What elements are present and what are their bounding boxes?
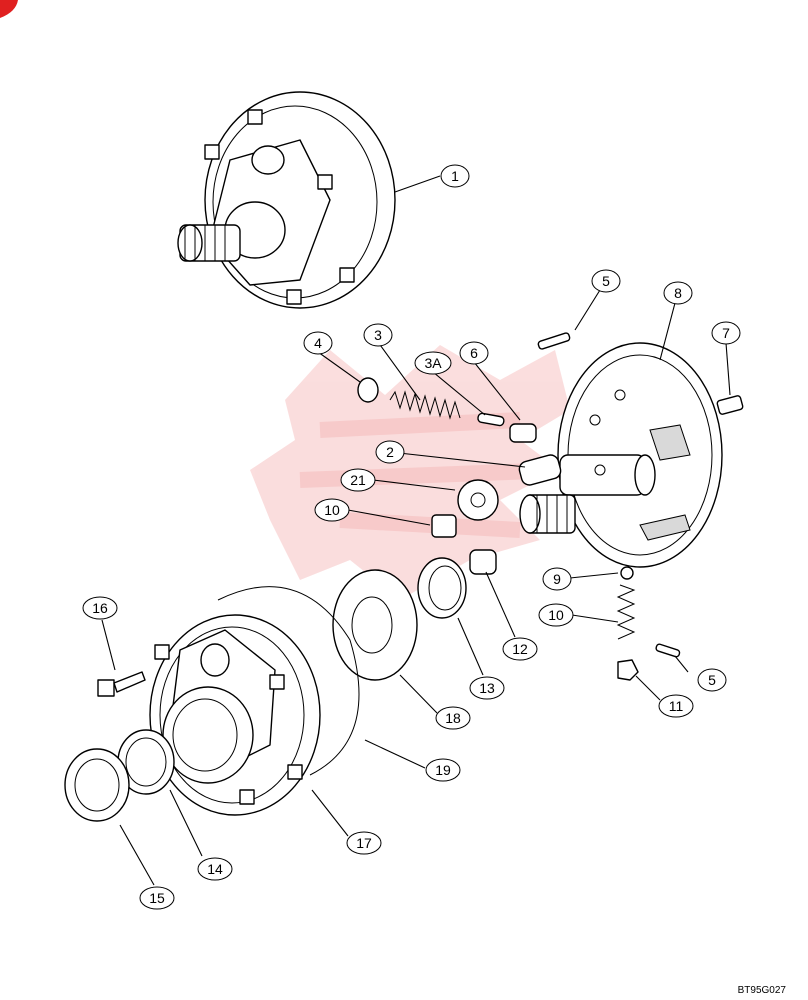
sleeve — [518, 454, 562, 486]
callout-text: 17 — [356, 835, 372, 851]
callout-text: 2 — [386, 444, 394, 460]
callout-11: 11 — [658, 694, 694, 718]
needle-bearing — [431, 514, 457, 538]
callout-text: 1 — [451, 168, 459, 184]
pin-top — [537, 332, 571, 350]
callout-13: 13 — [469, 676, 505, 700]
callout-16: 16 — [82, 596, 118, 620]
pin-right — [655, 643, 681, 658]
callout-text: 10 — [324, 502, 340, 518]
pump-body-shaft — [519, 342, 723, 568]
small-pin — [477, 412, 505, 427]
callout-text: 6 — [470, 345, 478, 361]
callout-text: 9 — [553, 571, 561, 587]
corner-mark-icon — [0, 0, 18, 18]
small-parts — [97, 332, 744, 697]
callout-5-right: 5 — [697, 668, 727, 692]
callout-text: 16 — [92, 600, 108, 616]
seals — [64, 729, 175, 822]
callout-text: 12 — [512, 641, 528, 657]
callout-labels: 1 2 3 3A 4 5 5 6 7 8 9 10 10 11 12 13 14… — [82, 164, 741, 910]
callout-text: 14 — [207, 861, 223, 877]
callout-3: 3 — [363, 323, 393, 347]
callout-text: 15 — [149, 890, 165, 906]
callout-text: 4 — [314, 335, 322, 351]
callout-18: 18 — [435, 706, 471, 730]
callout-17: 17 — [346, 831, 382, 855]
callout-text: 21 — [350, 472, 366, 488]
callout-text: 19 — [435, 762, 451, 778]
small-gear — [457, 479, 499, 521]
ball — [620, 566, 634, 580]
callout-text: 7 — [722, 325, 730, 341]
callout-text: 3 — [374, 327, 382, 343]
callout-12: 12 — [502, 637, 538, 661]
callout-text: 5 — [708, 672, 716, 688]
callout-7: 7 — [711, 321, 741, 345]
o-ring — [217, 586, 360, 776]
callout-3a: 3A — [414, 351, 452, 375]
callout-4: 4 — [303, 331, 333, 355]
nut — [617, 659, 639, 681]
callout-10-left: 10 — [314, 498, 350, 522]
spring-right — [616, 584, 636, 640]
bolt-head — [97, 679, 115, 697]
callout-2: 2 — [375, 440, 405, 464]
callout-text: 3A — [424, 355, 442, 371]
callout-5-top: 5 — [591, 269, 621, 293]
callout-text: 5 — [602, 273, 610, 289]
valve-cap — [509, 423, 537, 443]
callout-21: 21 — [340, 468, 376, 492]
callout-19: 19 — [425, 758, 461, 782]
callout-6: 6 — [459, 341, 489, 365]
bushing — [469, 549, 497, 575]
pump-housing-bottom — [149, 586, 360, 816]
leader-lines — [101, 175, 731, 886]
pump-housing-top — [177, 91, 396, 309]
callout-text: 10 — [548, 607, 564, 623]
callout-1: 1 — [440, 164, 470, 188]
ring — [417, 557, 467, 619]
disc — [357, 377, 379, 403]
callout-15: 15 — [139, 886, 175, 910]
spring-top — [389, 390, 461, 420]
callout-10-right: 10 — [538, 603, 574, 627]
bolt-shank — [113, 671, 146, 693]
callout-9: 9 — [542, 567, 572, 591]
large-gear — [332, 569, 418, 681]
callout-text: 18 — [445, 710, 461, 726]
drawing-code: BT95G027 — [737, 985, 786, 996]
callout-text: 8 — [674, 285, 682, 301]
callout-8: 8 — [663, 281, 693, 305]
plug — [716, 395, 744, 415]
callout-14: 14 — [197, 857, 233, 881]
callout-text: 13 — [479, 680, 495, 696]
callout-text: 11 — [669, 698, 684, 714]
